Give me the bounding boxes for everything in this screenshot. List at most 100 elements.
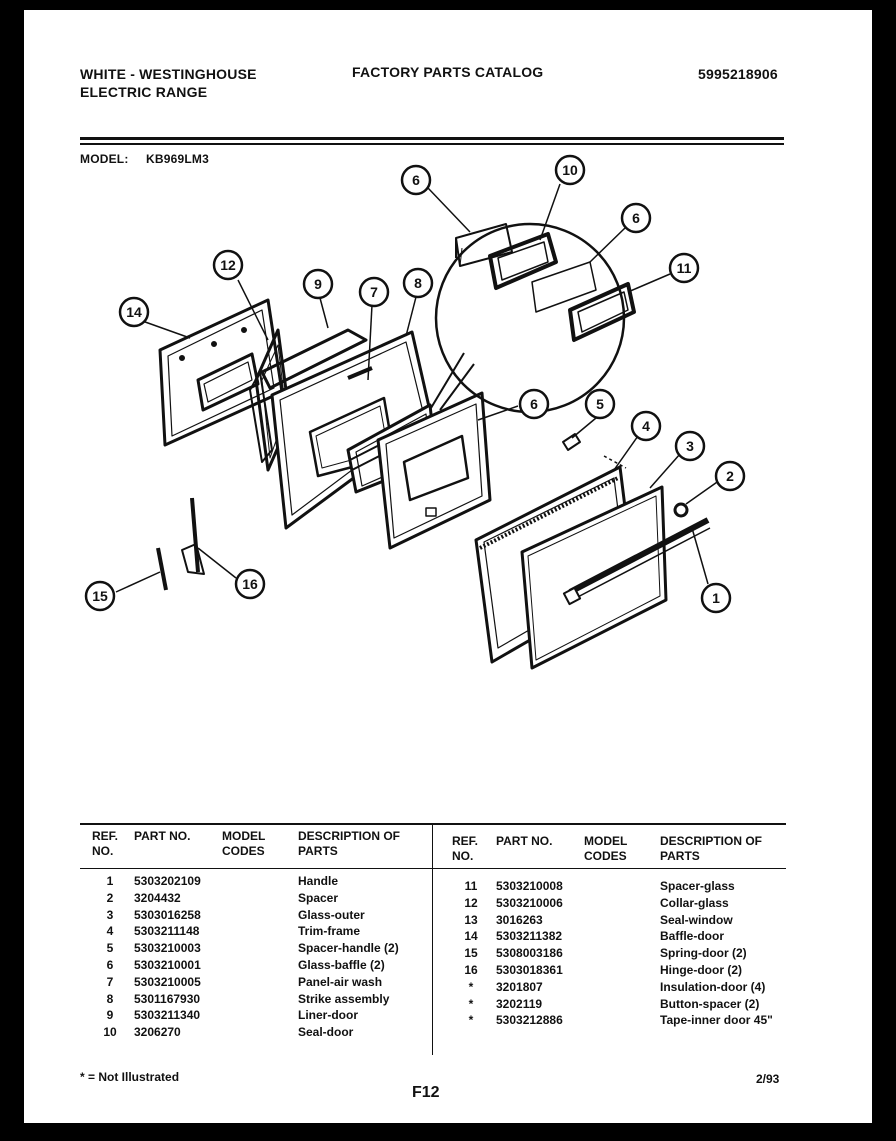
part-no-cell: 5303211340 (134, 1008, 201, 1023)
part-no-cell: 3204432 (134, 890, 181, 905)
model-label: MODEL: (80, 152, 129, 166)
model-codes-cell (222, 940, 298, 957)
parts-table-divider (432, 823, 433, 1055)
description-cell: Handle (298, 874, 339, 888)
col-ref-no: REF. NO. (452, 834, 479, 863)
footnote: * = Not Illustrated (80, 1070, 180, 1084)
description-cell: Glass-outer (298, 907, 365, 922)
part-no-cell: 5303210008 (496, 879, 563, 893)
col-part-no: PART NO. (496, 834, 553, 848)
callout-label: 14 (126, 304, 142, 320)
model-codes-cell (584, 928, 660, 945)
callout-6b (620, 202, 652, 234)
description-cell: Baffle-door (660, 929, 724, 944)
callout-label: 7 (370, 284, 378, 300)
description-cell: Spring-door (2) (660, 946, 747, 961)
revision-date: 2/93 (756, 1072, 780, 1086)
description-cell: Spacer (298, 890, 339, 905)
inset-collar-glass (568, 282, 636, 342)
description-cell: Button-spacer (2) (660, 996, 760, 1011)
model-codes-cell (584, 912, 660, 929)
callout-3 (674, 430, 706, 462)
description-cell: Strike assembly (298, 991, 390, 1006)
callout-label: 2 (726, 468, 734, 484)
description-cell: Tape-inner door 45" (660, 1013, 773, 1028)
part-no-cell: 3201807 (496, 979, 543, 994)
ref-no-cell: 8 (106, 991, 114, 1006)
part-no-cell: 5303210005 (134, 974, 201, 989)
model-codes-cell (222, 974, 298, 991)
description-cell: Hinge-door (2) (660, 962, 742, 977)
ref-no-cell: * (468, 1013, 474, 1028)
callout-5 (584, 388, 616, 420)
callout-13 (212, 249, 244, 281)
model-codes-cell (584, 996, 660, 1013)
model-codes-cell (222, 991, 298, 1008)
catalog-page (24, 10, 872, 1123)
col-part-no: PART NO. (134, 829, 191, 843)
model-codes-cell (584, 878, 660, 895)
description-cell: Seal-window (660, 912, 733, 927)
ref-no-cell: 2 (106, 890, 114, 905)
description-cell: Glass-baffle (2) (298, 957, 385, 972)
header-rule-bottom (80, 143, 784, 145)
model-codes-cell (222, 907, 298, 924)
catalog-title: FACTORY PARTS CATALOG (352, 64, 544, 80)
model-codes-cell (584, 1012, 660, 1029)
inset-glass-baffle (455, 223, 513, 267)
part-no-cell: 5303016258 (134, 907, 201, 922)
callout-7 (518, 388, 550, 420)
part-seal-door (249, 328, 368, 463)
callout-label: 9 (314, 276, 322, 292)
callout-4 (630, 410, 662, 442)
callout-16 (234, 568, 266, 600)
detail-inset-circle (434, 222, 626, 414)
callout-15 (84, 580, 116, 612)
part-hinge-door (181, 497, 205, 575)
model-codes-cell (222, 1007, 298, 1024)
callout-label: 6 (412, 172, 420, 188)
part-no-cell: 3016263 (496, 912, 543, 927)
header-rule-top (80, 137, 784, 140)
table-row: 2 3204432 Spacer (92, 890, 422, 907)
part-no-cell: 5303202109 (134, 874, 201, 888)
callout-label: 6 (530, 396, 538, 412)
part-panel-air-wash (376, 391, 492, 550)
callout-8 (358, 276, 390, 308)
callout-2 (714, 460, 746, 492)
callout-label: 3 (686, 438, 694, 454)
callout-12 (668, 252, 700, 284)
callout-11 (554, 154, 586, 186)
callout-label: 4 (642, 418, 650, 434)
callout-label: 8 (414, 275, 422, 291)
callout-label: 10 (562, 162, 578, 178)
ref-no-cell: 13 (464, 912, 478, 927)
callout-1 (700, 582, 732, 614)
model-codes-cell (584, 895, 660, 912)
part-no-cell: 5303018361 (496, 962, 563, 977)
col-description: DESCRIPTION OF PARTS (298, 829, 401, 858)
callout-label: 5 (596, 396, 604, 412)
callout-9 (402, 267, 434, 299)
part-no-cell: 5303210003 (134, 941, 201, 956)
ref-no-cell: 10 (103, 1025, 117, 1040)
model-codes-cell (584, 962, 660, 979)
description-cell: Seal-door (298, 1025, 354, 1040)
callout-14 (118, 296, 150, 328)
inset-glass-baffle-2 (531, 261, 597, 313)
col-ref-no: REF. NO. (92, 829, 119, 858)
description-cell: Spacer-handle (2) (298, 941, 399, 956)
description-cell: Trim-frame (298, 924, 361, 939)
part-no-cell: 5308003186 (496, 946, 563, 961)
